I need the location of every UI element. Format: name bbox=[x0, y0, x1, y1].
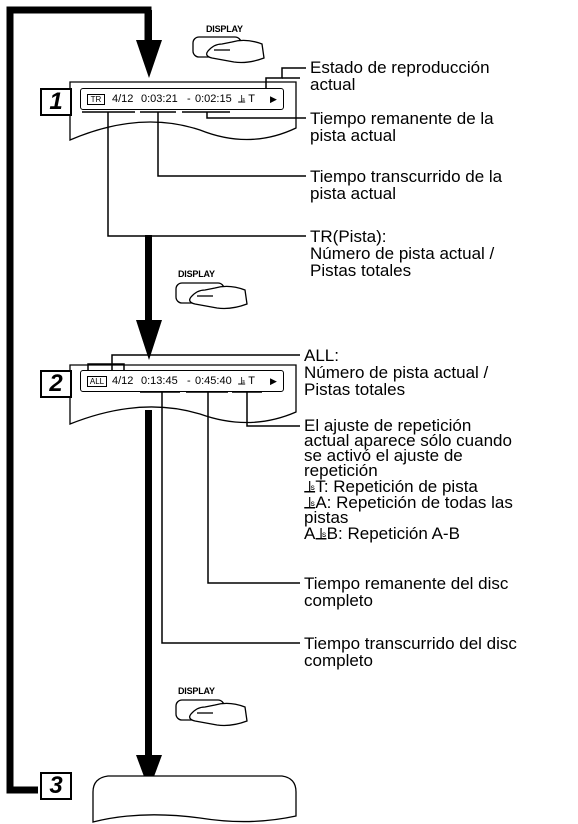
track-number: 4/12 bbox=[112, 375, 134, 387]
callout-all-number: ALL: Número de pista actual / Pistas tot… bbox=[304, 346, 489, 399]
display-button-label-3: DISPLAY bbox=[178, 686, 215, 696]
repeat-indicator: ⫡ T bbox=[238, 93, 255, 105]
remaining-time: 0:45:40 bbox=[195, 375, 232, 387]
play-icon: ▶ bbox=[270, 94, 277, 104]
repeat-indicator: ⫡ T bbox=[238, 375, 255, 387]
step-number-1: 1 bbox=[40, 88, 72, 116]
elapsed-time: 0:03:21 bbox=[141, 93, 178, 105]
osd-bar-2: ALL 4/12 0:13:45 - 0:45:40 ⫡ T ▶ bbox=[80, 370, 284, 392]
callout-track-remaining: Tiempo remanente de la pista actual bbox=[310, 109, 494, 145]
osd-bar-1: TR 4/12 0:03:21 - 0:02:15 ⫡ T ▶ bbox=[80, 88, 284, 110]
callout-playback-status: Estado de reproducción actual bbox=[310, 58, 490, 94]
hand-press-icon-1 bbox=[192, 36, 265, 64]
display-button-label-2: DISPLAY bbox=[178, 269, 215, 279]
hand-press-icon-3 bbox=[175, 699, 248, 727]
time-separator: - bbox=[187, 375, 191, 387]
all-badge: ALL bbox=[87, 376, 107, 387]
display-button-label-1: DISPLAY bbox=[206, 24, 243, 34]
callout-repeat-track: ⫡T: Repetición de pista bbox=[304, 477, 478, 496]
play-icon: ▶ bbox=[270, 376, 277, 386]
callout-repeat-all: ⫡A: Repetición de todas las pistas bbox=[304, 493, 513, 527]
screen-panel-3 bbox=[92, 775, 297, 823]
step-number-3: 3 bbox=[40, 772, 72, 800]
time-separator: - bbox=[187, 93, 191, 105]
hand-press-icon-2 bbox=[175, 282, 248, 310]
callout-track-number: TR(Pista): Número de pista actual / Pist… bbox=[310, 227, 495, 280]
remaining-time: 0:02:15 bbox=[195, 93, 232, 105]
flow-arrow-2 bbox=[136, 235, 162, 360]
callout-track-elapsed: Tiempo transcurrido de la pista actual bbox=[310, 167, 503, 203]
leader-lines-1 bbox=[82, 67, 306, 237]
leader-lines-2 bbox=[87, 354, 300, 644]
step-number-2: 2 bbox=[40, 370, 72, 398]
callout-repeat-setting: El ajuste de repetición actual aparece s… bbox=[304, 416, 512, 480]
callout-disc-elapsed: Tiempo transcurrido del disc completo bbox=[304, 634, 517, 670]
callout-repeat-ab: A⫡B: Repetición A-B bbox=[304, 524, 460, 543]
elapsed-time: 0:13:45 bbox=[141, 375, 178, 387]
callout-disc-remaining: Tiempo remanente del disc completo bbox=[304, 574, 509, 610]
track-badge: TR bbox=[87, 94, 105, 105]
track-number: 4/12 bbox=[112, 93, 134, 105]
flow-arrow-3 bbox=[136, 410, 162, 790]
flow-arrow-1 bbox=[136, 10, 162, 78]
